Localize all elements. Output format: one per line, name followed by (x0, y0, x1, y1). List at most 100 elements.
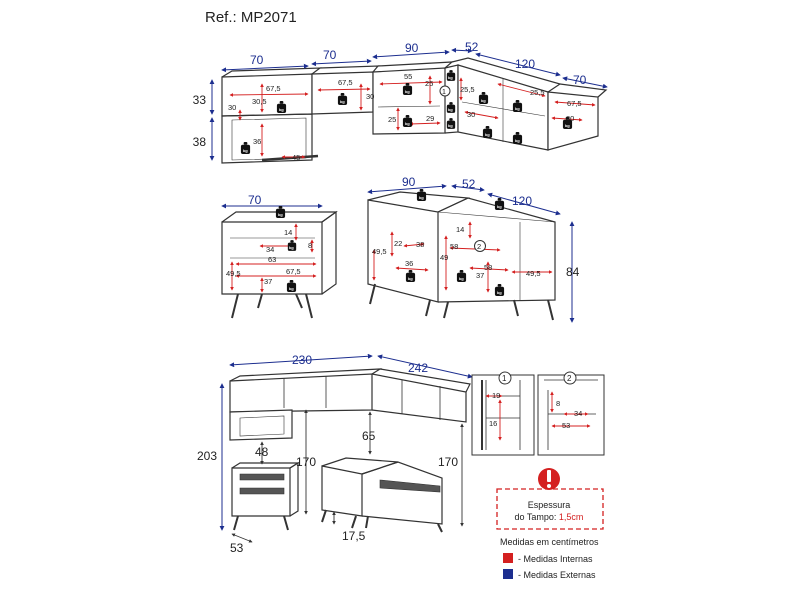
dim-mid-int-49-5a: 49,5 (226, 269, 241, 278)
dim-int-30b: 30 (366, 92, 374, 101)
dim-int-30d: 30 (566, 114, 574, 123)
svg-text:kg: kg (481, 98, 486, 103)
dim-int-67-5c: 67,5 (567, 99, 582, 108)
svg-text:2: 2 (477, 242, 481, 251)
detail-1-dim-16: 16 (489, 419, 497, 428)
detail-2-dim-8: 8 (556, 399, 560, 408)
middle-left-cabinet (221, 210, 338, 319)
badge-1-top: 1 (439, 85, 451, 97)
middle-corner-cabinets (367, 191, 556, 321)
dim-mid-int-49-5c: 49,5 (526, 269, 541, 278)
top-view-weight-icons: kg kg kg kg kg kg kg kg kg kg kg kg kg (240, 70, 573, 154)
svg-text:kg: kg (405, 121, 410, 126)
legend-external: - Medidas Externas (518, 570, 596, 580)
weight-icon: kg (562, 117, 573, 129)
svg-text:kg: kg (497, 290, 502, 295)
dim-top-width-70c: 70 (573, 73, 587, 87)
detail-2-dim-53: 53 (562, 421, 570, 430)
dim-int-30a: 30 (228, 103, 236, 112)
svg-text:kg: kg (485, 132, 490, 137)
top-view-external-dimensions (209, 47, 608, 161)
weight-icon: kg (482, 126, 493, 138)
svg-text:kg: kg (289, 286, 294, 291)
svg-text:kg: kg (497, 204, 502, 209)
svg-text:kg: kg (565, 123, 570, 128)
dim-bottom-height-203: 203 (197, 449, 217, 463)
dim-top-height-38: 38 (193, 135, 207, 149)
legend-swatch-internal (503, 553, 513, 563)
warning-icon (538, 468, 560, 490)
bottom-corner-base (321, 457, 443, 533)
middle-external-labels: 70 90 52 120 84 (248, 175, 580, 279)
weight-icon: kg (402, 115, 413, 127)
svg-text:kg: kg (448, 75, 453, 80)
bottom-labels: 230 242 203 48 170 65 170 53 17,5 (197, 353, 458, 555)
weight-icon: kg (286, 280, 297, 292)
detail-1: 1 19 16 (471, 371, 535, 456)
dim-mid-int-37b: 37 (476, 271, 484, 280)
svg-text:kg: kg (408, 276, 413, 281)
svg-text:kg: kg (340, 99, 345, 104)
warning-thickness-value: 1,5cm (559, 512, 584, 522)
warning-line-2: do Tampo: 1,5cm (515, 512, 584, 522)
weight-icon: kg (240, 142, 251, 154)
dim-bottom-width-242: 242 (408, 361, 428, 375)
weight-icon: kg (446, 118, 456, 129)
bottom-black-dimensions (231, 409, 464, 543)
legend-title: Medidas em centímetros (500, 537, 599, 547)
dim-int-55: 55 (404, 72, 412, 81)
dim-int-25b: 25 (425, 79, 433, 88)
svg-text:kg: kg (243, 148, 248, 153)
dim-mid-width-90: 90 (402, 175, 416, 189)
weight-icon: kg (494, 198, 505, 210)
dim-bottom-height-170a: 170 (296, 455, 316, 469)
weight-icon: kg (405, 270, 416, 282)
legend-swatch-external (503, 569, 513, 579)
legend: Medidas em centímetros - Medidas Interna… (500, 537, 599, 580)
dim-int-25-5b: 25,5 (530, 88, 545, 97)
dim-mid-int-63: 63 (268, 255, 276, 264)
detail-2: 2 8 34 53 (537, 371, 605, 456)
top-view-external-labels: 70 70 90 52 120 70 33 38 (193, 40, 587, 149)
middle-external-dimensions (221, 183, 575, 323)
svg-text:kg: kg (289, 245, 294, 250)
dim-mid-height-84: 84 (566, 265, 580, 279)
svg-text:1: 1 (442, 89, 446, 96)
dim-mid-width-52: 52 (462, 177, 476, 191)
dim-mid-int-49-5b: 49,5 (372, 247, 387, 256)
dim-int-25-5a: 25,5 (460, 85, 475, 94)
dim-int-36: 36 (253, 137, 261, 146)
svg-text:kg: kg (448, 123, 453, 128)
svg-text:kg: kg (405, 89, 410, 94)
legend-internal: - Medidas Internas (518, 554, 593, 564)
dim-int-25a: 25 (388, 115, 396, 124)
weight-icon: kg (402, 83, 413, 95)
svg-text:kg: kg (279, 107, 284, 112)
weight-icon: kg (446, 70, 456, 81)
dim-top-height-33: 33 (193, 93, 207, 107)
dim-top-width-120: 120 (515, 57, 535, 71)
svg-text:kg: kg (278, 212, 283, 217)
dim-top-width-70b: 70 (323, 48, 337, 62)
weight-icon: kg (337, 93, 348, 105)
weight-icon: kg (275, 206, 286, 218)
dim-mid-int-34: 34 (266, 245, 274, 254)
dim-top-width-90: 90 (405, 41, 419, 55)
detail-2-badge: 2 (567, 374, 572, 383)
svg-text:kg: kg (419, 195, 424, 200)
dim-bottom-height-170b: 170 (438, 455, 458, 469)
middle-internal-labels: 14 34 8 63 67,5 49,5 37 22 38 49,5 36 14… (226, 225, 541, 286)
weight-icon: kg (456, 270, 467, 282)
dim-top-width-52: 52 (465, 40, 479, 54)
svg-text:kg: kg (459, 276, 464, 281)
dim-mid-int-8: 8 (308, 241, 312, 250)
dim-mid-width-120: 120 (512, 194, 532, 208)
svg-text:kg: kg (448, 107, 453, 112)
weight-icon: kg (512, 100, 523, 112)
weight-icon: kg (287, 240, 297, 251)
dim-mid-int-58b: 58 (484, 263, 492, 272)
detail-1-badge: 1 (502, 374, 507, 383)
bottom-left-base (231, 461, 301, 531)
dim-mid-int-58a: 58 (450, 242, 458, 251)
dim-mid-int-49: 49 (440, 253, 448, 262)
